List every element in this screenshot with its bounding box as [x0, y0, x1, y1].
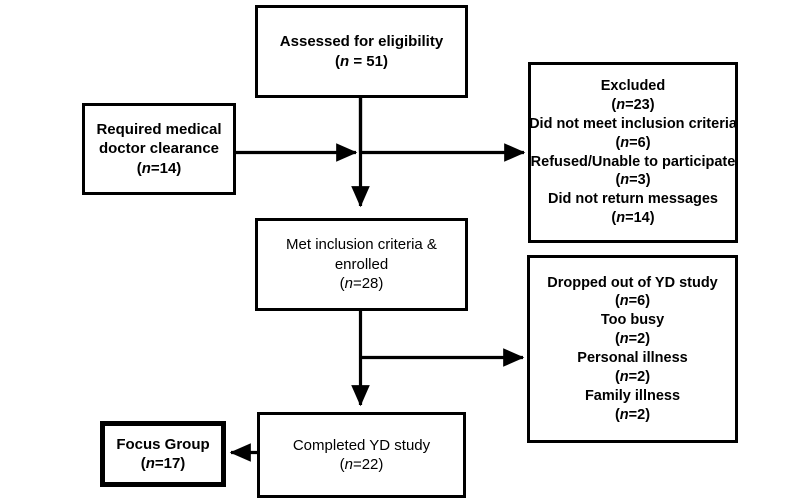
node-line: Refused/Unable to participate — [530, 153, 736, 170]
node-line: Completed YD study — [292, 436, 431, 454]
node-count: (n=28) — [339, 275, 384, 293]
node-count: (n=23) — [611, 96, 655, 113]
node-line: Dropped out of YD study — [547, 274, 718, 291]
node-line: enrolled — [334, 255, 389, 273]
node-count: (n=2) — [614, 368, 651, 385]
node-line: Met inclusion criteria & — [286, 236, 437, 254]
node-required-medical-doctor-clearance: Required medical doctor clearance (n=14) — [82, 103, 236, 195]
node-line: Excluded — [600, 78, 666, 95]
node-count: (n=2) — [614, 406, 651, 423]
node-line: Required medical — [96, 120, 222, 138]
node-focus-group: Focus Group (n=17) — [100, 421, 226, 487]
node-line: Focus Group — [116, 435, 210, 453]
node-count: (n=17) — [140, 455, 186, 472]
node-count: (n=3) — [615, 172, 651, 189]
node-line: Did not return messages — [547, 191, 718, 208]
node-count: (n = 51) — [335, 52, 388, 70]
node-line: Too busy — [600, 312, 665, 329]
node-count: (n=6) — [614, 293, 651, 310]
node-count: (n=2) — [614, 331, 651, 348]
node-completed-yd-study: Completed YD study (n=22) — [257, 412, 466, 498]
node-met-inclusion-criteria-enrolled: Met inclusion criteria & enrolled (n=28) — [255, 218, 468, 311]
node-count: (n=22) — [339, 456, 384, 473]
node-dropped-out-of-yd-study: Dropped out of YD study (n=6) Too busy (… — [527, 255, 738, 443]
node-line: Personal illness — [577, 350, 688, 366]
node-line: doctor clearance — [98, 140, 220, 158]
node-line: Did not meet inclusion criteria — [529, 115, 737, 132]
node-count: (n=6) — [615, 134, 651, 151]
node-count: (n=14) — [136, 159, 182, 177]
node-assessed-for-eligibility: Assessed for eligibility (n = 51) — [255, 5, 468, 98]
node-excluded: Excluded (n=23) Did not meet inclusion c… — [528, 62, 738, 243]
node-line: Assessed for eligibility — [279, 33, 444, 50]
node-line: Family illness — [584, 387, 681, 404]
node-count: (n=14) — [611, 210, 655, 227]
